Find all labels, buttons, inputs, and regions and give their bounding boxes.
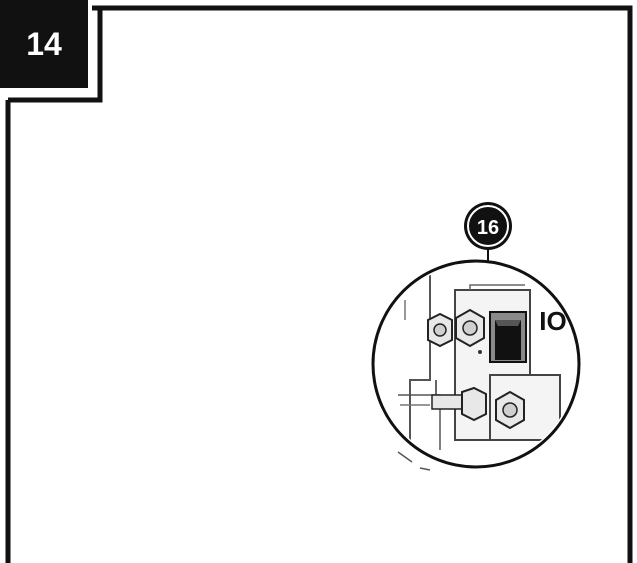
callout-marker: 16 <box>464 202 512 250</box>
switch-label: IO <box>539 306 566 336</box>
bolt-icon <box>431 380 487 422</box>
rocker-switch-icon <box>489 311 527 363</box>
step-number-badge: 14 <box>0 0 88 88</box>
step-number: 14 <box>26 25 62 62</box>
callout-number: 16 <box>477 217 499 239</box>
hex-nut-icon <box>427 312 453 348</box>
magnified-detail-circle <box>371 259 581 471</box>
hex-nut-icon <box>495 390 525 430</box>
hex-nut-icon <box>455 308 485 354</box>
